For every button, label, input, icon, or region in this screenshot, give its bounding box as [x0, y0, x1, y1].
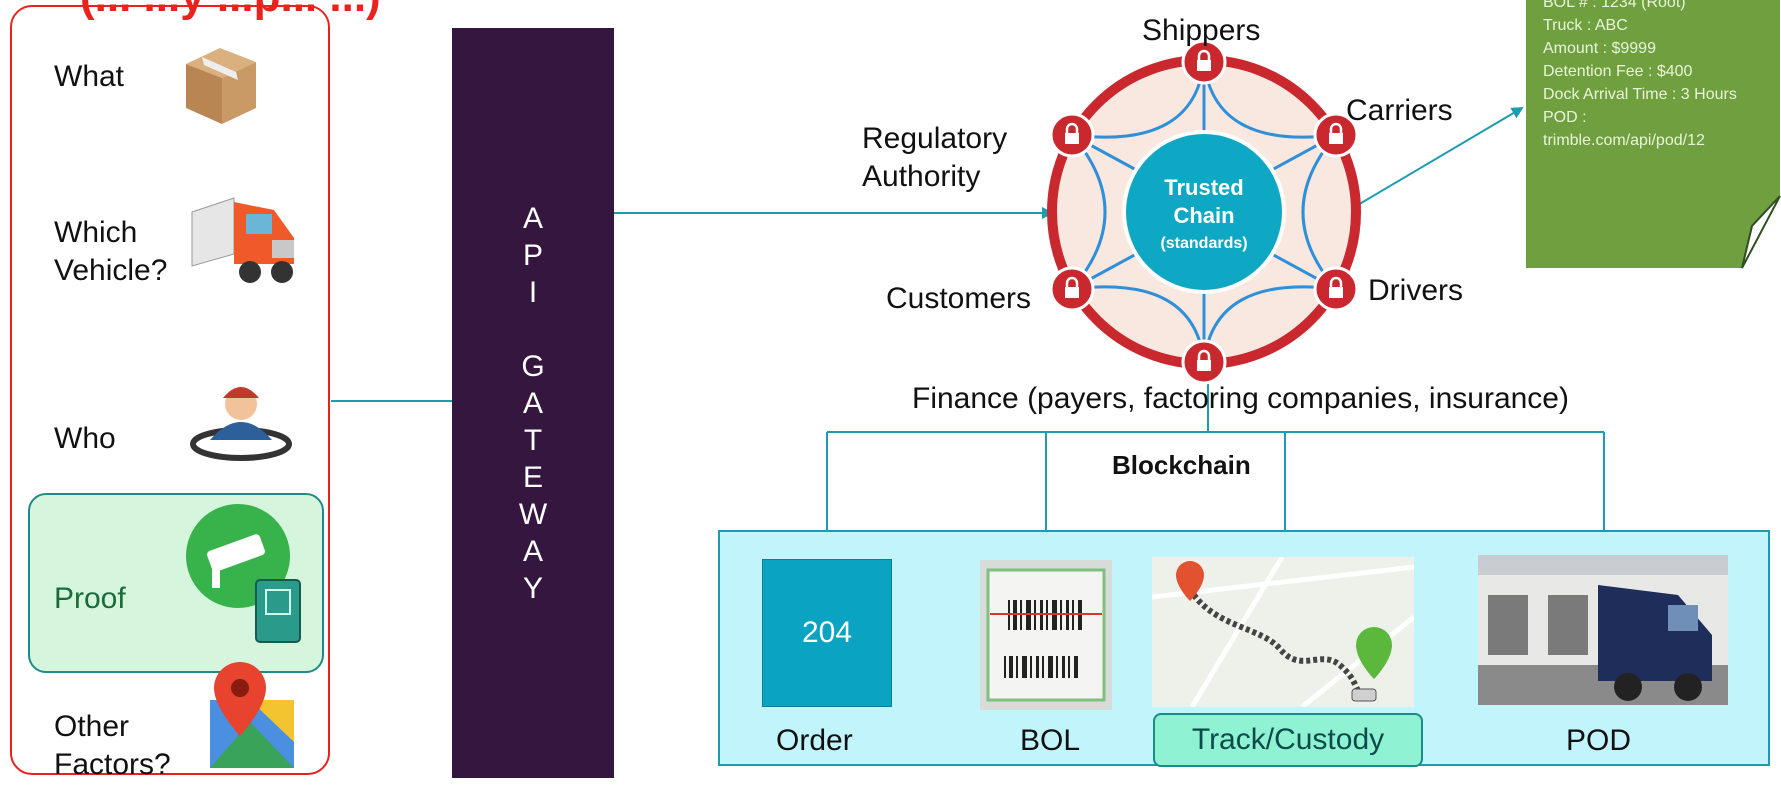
rfid-camera-icon	[186, 504, 301, 643]
note-line: Dock Arrival Time : 3 Hours	[1543, 86, 1737, 103]
package-icon	[186, 48, 256, 124]
driver-icon	[190, 387, 292, 461]
map-pin-icon	[210, 662, 294, 768]
factor-label-who: Who	[54, 422, 116, 455]
participant-regulatory: Regulatory Authority	[862, 122, 1008, 193]
track-map-image	[1152, 557, 1414, 707]
note-line: Truck : ABC	[1543, 17, 1628, 34]
participant-carriers: Carriers	[1346, 94, 1453, 127]
note-line: Amount : $9999	[1543, 40, 1656, 57]
blockchain-title: Blockchain	[1112, 450, 1251, 480]
participant-shippers: Shippers	[1142, 14, 1261, 47]
network-note-arrow	[1345, 106, 1524, 213]
sticky-note-curl	[1741, 195, 1781, 269]
factor-label-other: Other Factors?	[54, 710, 171, 781]
factor-label-what: What	[54, 60, 125, 93]
note-line: Detention Fee : $400	[1543, 63, 1693, 80]
sticky-note	[1526, 0, 1780, 268]
bol-document-image	[980, 560, 1112, 710]
trusted-chain-network	[1047, 39, 1361, 385]
center-line-3: (standards)	[1160, 235, 1248, 252]
pod-label: POD	[1566, 724, 1632, 757]
track-custody-label: Track/Custody	[1153, 713, 1423, 767]
order-label: Order	[776, 724, 853, 757]
api-gateway-bar: A P I G A T E W A Y	[452, 28, 614, 778]
api-gateway-label: A P I G A T E W A Y	[518, 202, 548, 605]
note-line: BOL # : 1234 (Root)	[1543, 0, 1686, 11]
note-text: BOL # : 1234 (Root) Truck : ABC Amount :…	[1543, 0, 1737, 152]
pod-truck-image	[1478, 555, 1728, 705]
left-factors-panel	[10, 5, 330, 775]
participant-finance: Finance (payers, factoring companies, in…	[912, 382, 1569, 415]
participant-customers: Customers	[886, 282, 1032, 315]
note-line: POD :	[1543, 109, 1587, 126]
factor-label-proof: Proof	[54, 582, 126, 615]
trusted-chain-label: Trusted Chain (standards)	[1124, 174, 1284, 258]
lock-icon	[1065, 60, 1343, 371]
truck-icon	[191, 197, 294, 283]
center-line-1: Trusted	[1164, 175, 1244, 200]
note-line: trimble.com/api/pod/12	[1543, 132, 1705, 149]
lock-shackle-icon	[1065, 49, 1343, 360]
order-box: 204	[762, 559, 892, 707]
center-line-2: Chain	[1173, 203, 1235, 228]
bol-label: BOL	[1020, 724, 1081, 757]
participant-drivers: Drivers	[1368, 274, 1463, 307]
factor-label-vehicle: Which Vehicle?	[54, 216, 168, 287]
